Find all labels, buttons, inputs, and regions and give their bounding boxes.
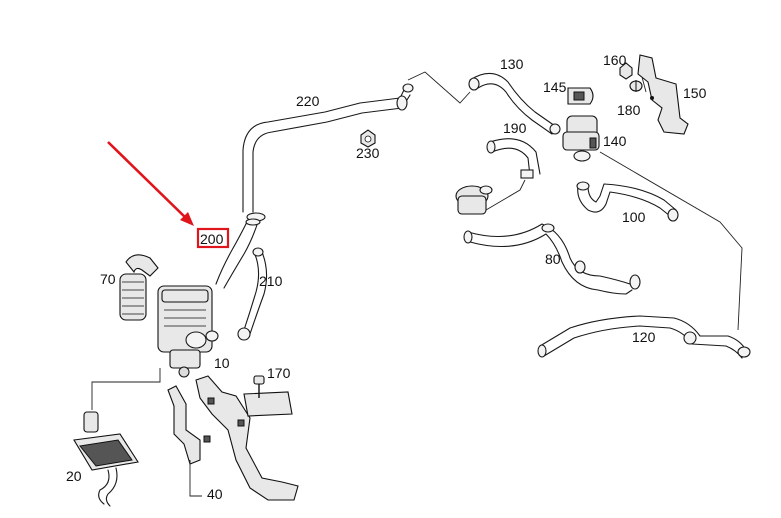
hose-120[interactable]	[537, 315, 751, 359]
leader-220	[407, 71, 471, 104]
callout-80[interactable]: 80	[545, 251, 561, 267]
callout-120[interactable]: 120	[632, 329, 656, 345]
callout-230[interactable]: 230	[356, 145, 380, 161]
callout-20[interactable]: 20	[66, 468, 82, 484]
heater-10[interactable]	[157, 285, 219, 378]
pump-140[interactable]	[562, 115, 600, 162]
callout-210[interactable]: 210	[259, 273, 283, 289]
hose-80[interactable]	[463, 223, 641, 295]
hose-220[interactable]	[242, 83, 414, 222]
nut-230[interactable]	[360, 129, 376, 148]
callout-140[interactable]: 140	[603, 133, 627, 149]
leader-160	[641, 76, 647, 93]
bracket-40[interactable]	[167, 375, 299, 501]
bracket-150[interactable]	[637, 54, 689, 135]
callout-200[interactable]: 200	[200, 231, 224, 247]
bracket-145[interactable]	[567, 87, 594, 105]
callout-190[interactable]: 190	[503, 120, 527, 136]
muffler-20[interactable]	[73, 411, 139, 507]
screw-170[interactable]	[253, 375, 265, 398]
leader-pump	[485, 179, 526, 211]
callout-180[interactable]: 180	[617, 102, 641, 118]
hose-200[interactable]	[215, 218, 261, 289]
callout-40[interactable]: 40	[207, 486, 223, 502]
bellows-70[interactable]	[119, 254, 159, 321]
leader-140	[599, 151, 743, 331]
callout-145[interactable]: 145	[543, 79, 567, 95]
hose-190[interactable]	[486, 138, 541, 179]
bolt-180[interactable]	[629, 80, 643, 92]
callout-10[interactable]: 10	[214, 355, 230, 371]
callout-130[interactable]: 130	[500, 56, 524, 72]
callout-170[interactable]: 170	[267, 365, 291, 381]
hose-100[interactable]	[576, 181, 679, 222]
callout-220[interactable]: 220	[296, 93, 320, 109]
callout-150[interactable]: 150	[683, 85, 707, 101]
leader-10-20	[91, 368, 161, 410]
hose-210[interactable]	[237, 247, 268, 341]
highlight-box-200	[196, 227, 230, 249]
auxiliary-pump[interactable]	[455, 185, 493, 215]
callout-100[interactable]: 100	[622, 209, 646, 225]
callout-70[interactable]: 70	[100, 271, 116, 287]
callout-160[interactable]: 160	[603, 52, 627, 68]
leader-40	[189, 460, 202, 497]
nut-160[interactable]	[619, 62, 633, 80]
hose-130[interactable]	[468, 72, 561, 135]
highlight-arrow	[107, 141, 194, 226]
